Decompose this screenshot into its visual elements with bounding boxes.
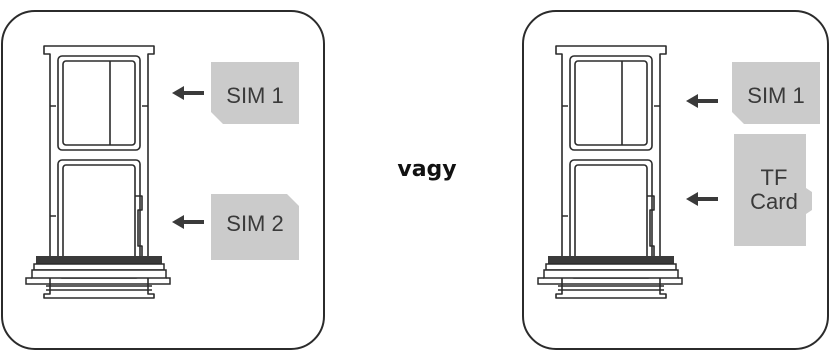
arrow-left-icon: [172, 215, 204, 229]
arrow-left-icon: [172, 86, 204, 100]
arrow-left-icon: [686, 94, 718, 108]
tf-card-icon: [734, 134, 812, 246]
sim2-card-label: SIM 2: [226, 211, 284, 236]
sim-card-icon: [732, 62, 820, 124]
arrow-left-icon: [686, 192, 718, 206]
sim1-card-label: SIM 1: [226, 83, 284, 108]
sim1-card-label: SIM 1: [747, 83, 805, 108]
tray-drawings: [25, 45, 820, 299]
tf-card-label: TF Card: [750, 165, 798, 214]
sim-card-icon: [211, 62, 299, 124]
or-separator: vagy: [397, 157, 457, 182]
sim-card-icon: [211, 194, 299, 260]
